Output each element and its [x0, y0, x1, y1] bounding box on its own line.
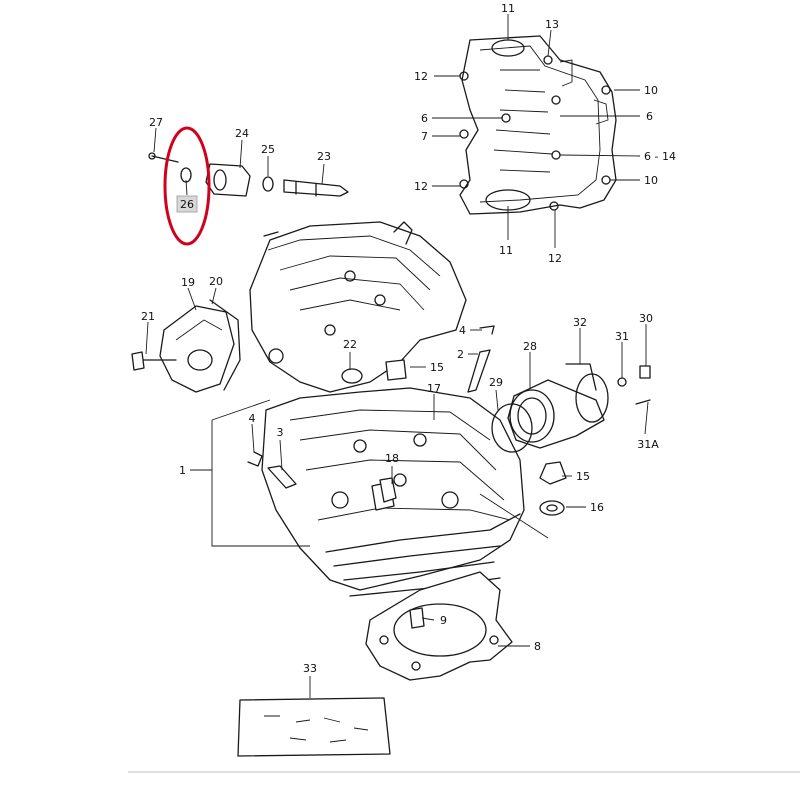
part-label-11-top: 11 [501, 2, 515, 15]
part-label-16: 16 [590, 501, 604, 514]
part-label-32: 32 [573, 316, 587, 329]
part-label-10-upper: 10 [644, 84, 658, 97]
gasket-hole [411, 661, 421, 671]
part-label-6-left: 6 [421, 112, 428, 125]
part-label-26: 26 [180, 198, 194, 211]
part-label-4-lower: 4 [249, 412, 256, 425]
part-label-25: 25 [261, 143, 275, 156]
gasket-hole [379, 635, 389, 645]
part-label-24: 24 [235, 127, 249, 140]
gasket-sheet [237, 697, 391, 757]
part-label-9: 9 [440, 614, 447, 627]
part-label-31: 31 [615, 330, 629, 343]
part-label-2: 2 [457, 348, 464, 361]
side-cover [131, 299, 241, 393]
part-label-12-upper: 12 [414, 70, 428, 83]
part-label-29: 29 [489, 376, 503, 389]
sensor-assembly [148, 152, 349, 197]
part-label-19: 19 [181, 276, 195, 289]
part-label-31a: 31A [637, 438, 659, 451]
head-gasket [365, 571, 513, 681]
part-label-6-14: 6 - 14 [644, 150, 676, 163]
part-label-30: 30 [639, 312, 653, 325]
cylinder-head-cover [459, 35, 617, 215]
part-label-10-lower: 10 [644, 174, 658, 187]
part-label-3: 3 [277, 426, 284, 439]
gasket-bore [393, 603, 487, 657]
part-label-7: 7 [421, 130, 428, 143]
part-label-11-bottom: 11 [499, 244, 513, 257]
cylinder-head [249, 221, 525, 597]
gasket-hole [489, 635, 499, 645]
part-label-8: 8 [534, 640, 541, 653]
highlight-ring [163, 126, 211, 246]
part-label-21: 21 [141, 310, 155, 323]
part-label-22: 22 [343, 338, 357, 351]
part-label-6-right: 6 [646, 110, 653, 123]
part-26-label-box [176, 195, 198, 213]
part-label-15-upper: 15 [430, 361, 444, 374]
part-label-27: 27 [149, 116, 163, 129]
part-label-20: 20 [209, 275, 223, 288]
part-labels: 11 13 12 10 6 6 7 6 - 14 12 10 11 12 27 … [141, 2, 676, 675]
leader-lines [145, 14, 649, 698]
intake-pipe [491, 363, 651, 453]
part-label-4-upper: 4 [459, 324, 466, 337]
part-label-28: 28 [523, 340, 537, 353]
part-label-17: 17 [427, 382, 441, 395]
part-label-13: 13 [545, 18, 559, 31]
part-label-18: 18 [385, 452, 399, 465]
part-label-1: 1 [179, 464, 186, 477]
part-label-33: 33 [303, 662, 317, 675]
dowel-pin [409, 607, 425, 629]
part-label-23: 23 [317, 150, 331, 163]
part-label-15-lower: 15 [576, 470, 590, 483]
part-label-12-bottom: 12 [548, 252, 562, 265]
part-label-12-lower: 12 [414, 180, 428, 193]
